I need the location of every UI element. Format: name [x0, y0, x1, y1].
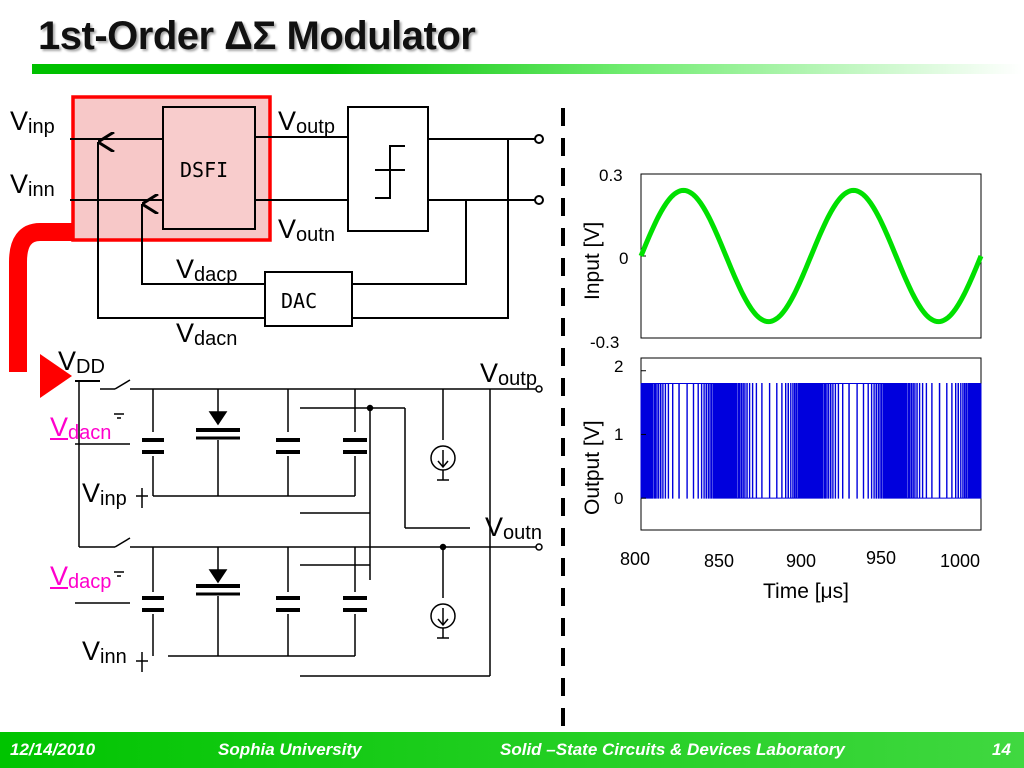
vinp-label: Vinp [10, 106, 55, 138]
upper-cells [114, 389, 470, 580]
circuit-voutn-label: Voutn [485, 512, 542, 544]
vdacn-label: Vdacn [176, 318, 238, 350]
dac-label: DAC [281, 289, 318, 313]
footer-date: 12/14/2010 [10, 740, 96, 759]
xlabel: Time [μs] [763, 580, 849, 603]
input-chart: 0.3 0 -0.3 Input [V] [581, 166, 984, 352]
footer-bar: 12/14/2010 Sophia University Solid –Stat… [0, 732, 1024, 768]
outn-terminal [534, 195, 544, 205]
output-chart: 2 1 0 Output [V] 800 850 900 950 1000 Ti… [581, 357, 982, 603]
xtick-850: 850 [704, 551, 734, 571]
output-ylabel: Output [V] [581, 420, 604, 515]
input-ytick-2: -0.3 [590, 333, 619, 352]
lower-cells [114, 389, 491, 677]
output-pulse-train [640, 370, 982, 499]
dac-block [264, 271, 353, 327]
footer-lab: Solid –State Circuits & Devices Laborato… [500, 740, 845, 759]
block-diagram [70, 95, 544, 327]
output-pulse-line [640, 382, 982, 499]
xtick-1000: 1000 [940, 551, 980, 571]
vinn-label: Vinn [10, 169, 55, 201]
switched-capacitor-circuit [75, 379, 543, 677]
voutn-label: Voutn [278, 214, 335, 246]
circuit-vdacn-label: Vdacn [50, 412, 112, 444]
circuit-vdacp-label: Vdacp [50, 561, 112, 593]
outp-terminal [534, 134, 544, 144]
slide-title: 1st-Order ΔΣ Modulator [38, 14, 476, 58]
dsfi-label: DSFI [180, 158, 229, 182]
xtick-900: 900 [786, 551, 816, 571]
vdacp-label: Vdacp [176, 254, 238, 286]
output-ytick-2: 0 [614, 489, 623, 508]
footer-page: 14 [992, 740, 1011, 759]
dsfi-block [162, 106, 256, 230]
vdd-label: VDD [58, 346, 105, 378]
red-curved-arrow [8, 223, 73, 398]
comparator-block [347, 106, 429, 232]
input-ylabel: Input [V] [581, 222, 604, 300]
voutp-label: Voutp [278, 106, 335, 138]
circuit-vinn-label: Vinn [82, 636, 127, 668]
footer-university: Sophia University [218, 740, 362, 759]
output-ytick-1: 1 [614, 425, 623, 444]
xtick-800: 800 [620, 549, 650, 569]
circuit-voutp-label: Voutp [480, 358, 537, 390]
input-ytick-1: 0 [619, 249, 628, 268]
input-sine-line [638, 187, 984, 325]
title-underline [32, 64, 1022, 74]
input-ytick-0: 0.3 [599, 166, 623, 185]
output-ytick-0: 2 [614, 357, 623, 376]
xtick-950: 950 [866, 548, 896, 568]
circuit-vinp-label: Vinp [82, 478, 127, 510]
